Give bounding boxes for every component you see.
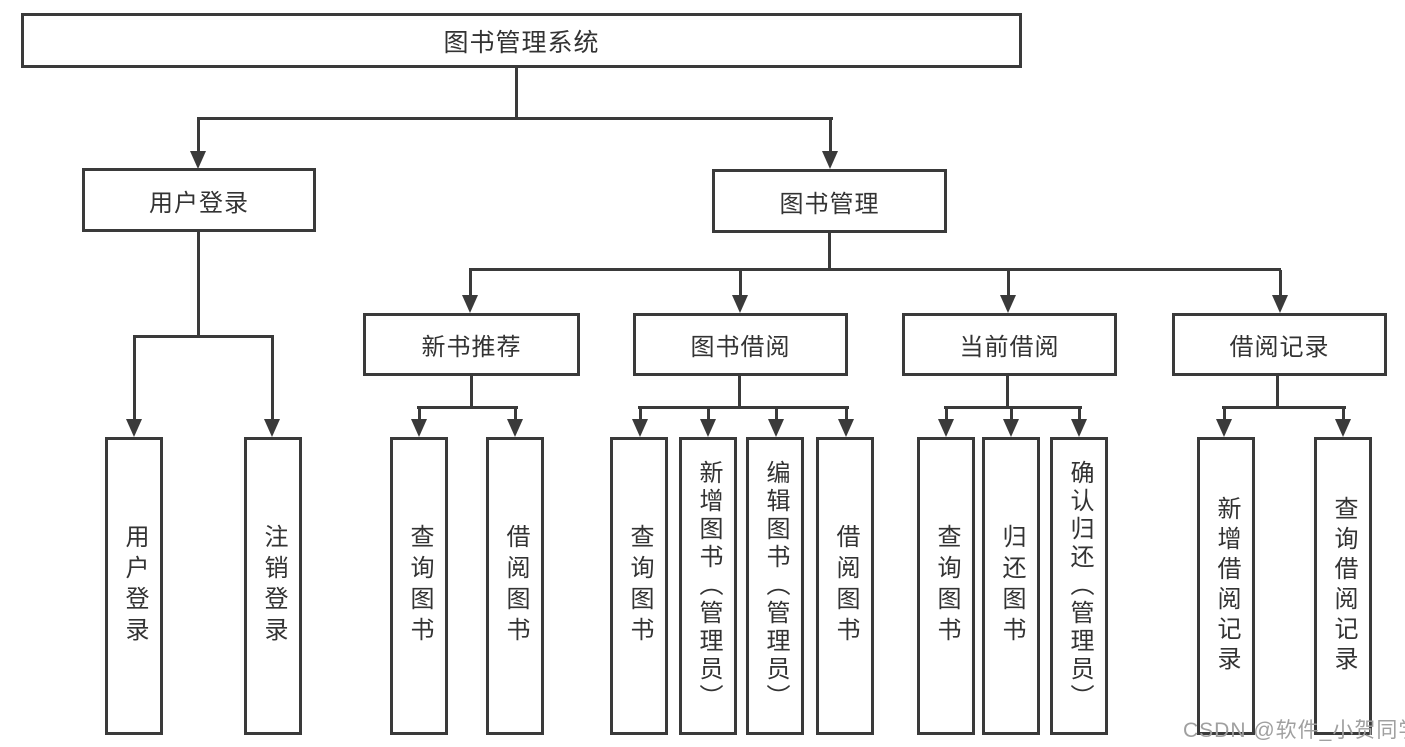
- arrow-down-icon: [632, 408, 649, 437]
- arrow-down-icon: [1000, 270, 1017, 313]
- arrow-down-icon: [768, 408, 785, 437]
- arrow-down-icon: [126, 337, 143, 437]
- connector-line: [738, 376, 741, 408]
- arrow-down-icon: [411, 408, 428, 437]
- csdn-watermark: CSDN @软件_小贺同学: [1183, 719, 1405, 742]
- leaf-add-books-admin: 新增图书（管理员）: [679, 437, 737, 735]
- arrow-down-icon: [1335, 408, 1352, 437]
- node-user-login: 用户登录: [82, 168, 316, 232]
- connector-line: [469, 268, 1281, 271]
- connector-line: [417, 406, 518, 409]
- arrow-down-icon: [1071, 408, 1088, 437]
- connector-line: [944, 406, 1082, 409]
- node-book-management: 图书管理: [712, 169, 947, 233]
- connector-line: [1222, 406, 1346, 409]
- arrow-down-icon: [462, 270, 479, 313]
- node-library-system: 图书管理系统: [21, 13, 1022, 68]
- arrow-down-icon: [1272, 270, 1289, 313]
- connector-line: [197, 117, 833, 120]
- node-borrowing-records: 借阅记录: [1172, 313, 1387, 376]
- leaf-borrow-books-recommend: 借阅图书: [486, 437, 544, 735]
- arrow-down-icon: [822, 118, 839, 169]
- arrow-down-icon: [190, 118, 207, 169]
- arrow-down-icon: [838, 408, 855, 437]
- arrow-down-icon: [264, 337, 281, 437]
- leaf-borrow-books-borrowing: 借阅图书: [816, 437, 874, 735]
- connector-line: [1276, 376, 1279, 408]
- leaf-add-borrow-record: 新增借阅记录: [1197, 437, 1255, 735]
- leaf-query-books-borrowing: 查询图书: [610, 437, 668, 735]
- leaf-edit-books-admin: 编辑图书（管理员）: [746, 437, 804, 735]
- leaf-confirm-return-admin: 确认归还（管理员）: [1050, 437, 1108, 735]
- leaf-query-books-recommend: 查询图书: [390, 437, 448, 735]
- leaf-query-books-current: 查询图书: [917, 437, 975, 735]
- node-current-borrowing: 当前借阅: [902, 313, 1117, 376]
- node-new-book-recommendation: 新书推荐: [363, 313, 580, 376]
- leaf-logout-login: 注销登录: [244, 437, 302, 735]
- connector-line: [515, 68, 518, 118]
- arrow-down-icon: [1216, 408, 1233, 437]
- arrow-down-icon: [938, 408, 955, 437]
- leaf-return-books: 归还图书: [982, 437, 1040, 735]
- node-book-borrowing: 图书借阅: [633, 313, 848, 376]
- connector-line: [133, 335, 274, 338]
- leaf-user-login: 用户登录: [105, 437, 163, 735]
- connector-line: [197, 232, 200, 337]
- connector-line: [1006, 376, 1009, 408]
- connector-line: [638, 406, 849, 409]
- arrow-down-icon: [1003, 408, 1020, 437]
- leaf-query-borrow-record: 查询借阅记录: [1314, 437, 1372, 735]
- connector-line: [470, 376, 473, 408]
- arrow-down-icon: [700, 408, 717, 437]
- arrow-down-icon: [507, 408, 524, 437]
- connector-line: [828, 233, 831, 270]
- arrow-down-icon: [732, 270, 749, 313]
